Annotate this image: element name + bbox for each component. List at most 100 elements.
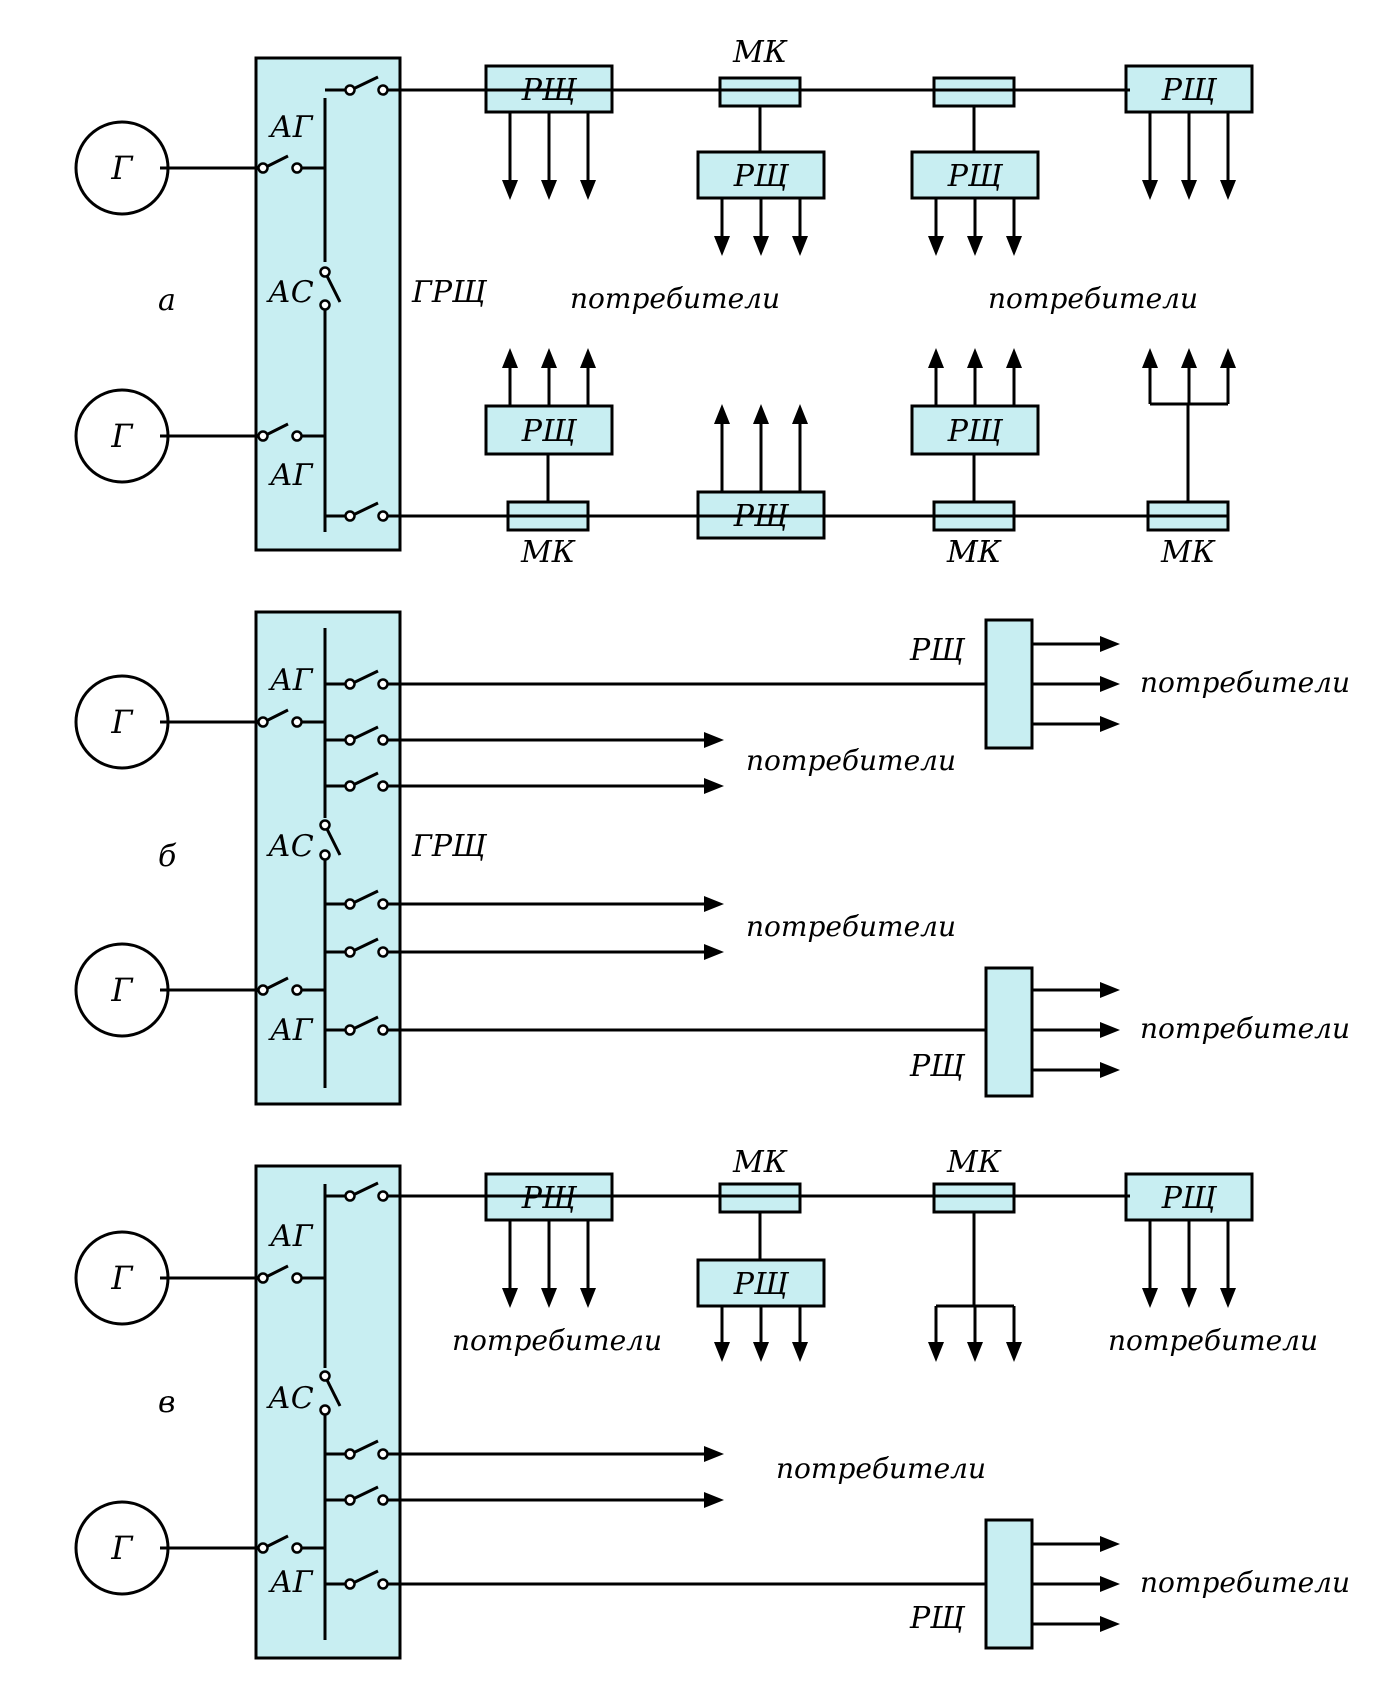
contact-terminal bbox=[377, 780, 389, 792]
consumer-arrow bbox=[714, 198, 730, 256]
consumer-arrow bbox=[1142, 112, 1158, 200]
consumer-arrow bbox=[640, 896, 724, 912]
distribution-board bbox=[1124, 64, 1254, 114]
contact-terminal bbox=[257, 430, 269, 442]
consumer-arrow bbox=[1006, 198, 1022, 256]
distribution-board-label: РЩ bbox=[733, 499, 790, 534]
contact-terminal bbox=[257, 1272, 269, 1284]
consumer-arrow bbox=[792, 404, 808, 492]
consumer-arrow bbox=[1032, 1062, 1120, 1078]
transit-box-label: МК bbox=[946, 535, 1002, 570]
breaker-label-as: АС bbox=[266, 275, 314, 310]
contact-terminal bbox=[344, 510, 356, 522]
feeder-blade bbox=[352, 725, 379, 741]
consumer-arrow bbox=[502, 112, 518, 200]
consumer-arrow bbox=[1032, 716, 1120, 732]
consumer-arrow bbox=[1142, 348, 1158, 404]
consumer-arrow bbox=[1032, 636, 1120, 652]
consumers-label: потребители bbox=[452, 1324, 662, 1357]
contact-terminal bbox=[377, 510, 389, 522]
distribution-board-label: РЩ bbox=[733, 1267, 790, 1302]
consumers-label: потребители bbox=[746, 744, 956, 777]
feeder-blade bbox=[352, 669, 379, 685]
breaker-blade bbox=[265, 976, 289, 991]
feeder-blade bbox=[352, 771, 379, 787]
consumers-label: потребители bbox=[570, 282, 780, 315]
consumer-arrow bbox=[1032, 982, 1120, 998]
consumers-label: потребители bbox=[776, 1452, 986, 1485]
consumers-label: потребители bbox=[1140, 1012, 1350, 1045]
contact-terminal bbox=[344, 780, 356, 792]
breaker-label-as: АС bbox=[266, 829, 314, 864]
contact-terminal bbox=[344, 1578, 356, 1590]
distribution-board-label: РЩ bbox=[909, 633, 966, 668]
transit-box bbox=[932, 1182, 1016, 1214]
section-breaker-blade bbox=[325, 275, 342, 303]
consumer-arrow bbox=[541, 348, 557, 406]
contact-terminal bbox=[344, 84, 356, 96]
distribution-board-label: РЩ bbox=[733, 159, 790, 194]
breaker-blade bbox=[265, 1264, 289, 1279]
contact-terminal bbox=[377, 1494, 389, 1506]
contact-terminal bbox=[291, 984, 303, 996]
panel-letter-v: в bbox=[158, 1385, 175, 1420]
contact-terminal bbox=[377, 734, 389, 746]
consumer-arrow bbox=[541, 1220, 557, 1308]
consumer-arrow bbox=[792, 1306, 808, 1362]
distribution-board-label: РЩ bbox=[909, 1049, 966, 1084]
distribution-board bbox=[984, 1518, 1034, 1650]
transit-box-label: МК bbox=[946, 1145, 1002, 1180]
consumers-label: потребители bbox=[1140, 1566, 1350, 1599]
consumer-arrow bbox=[1181, 112, 1197, 200]
consumer-arrow bbox=[928, 1306, 944, 1362]
generator-label: Г bbox=[110, 1529, 134, 1567]
contact-terminal bbox=[377, 84, 389, 96]
consumer-arrow bbox=[640, 778, 724, 794]
consumer-arrow bbox=[1032, 1576, 1120, 1592]
consumer-arrow bbox=[753, 198, 769, 256]
consumer-arrow bbox=[640, 1492, 724, 1508]
feeder-blade bbox=[352, 889, 379, 905]
contact-terminal bbox=[319, 1404, 331, 1416]
generator-label: Г bbox=[110, 971, 134, 1009]
consumer-arrow bbox=[1032, 1022, 1120, 1038]
distribution-board-label: РЩ bbox=[521, 1181, 578, 1216]
contact-terminal bbox=[344, 1448, 356, 1460]
transit-box bbox=[932, 76, 1016, 108]
feeder-blade bbox=[352, 75, 379, 91]
consumer-arrow bbox=[640, 1446, 724, 1462]
consumer-arrow bbox=[1032, 1616, 1120, 1632]
consumer-arrow bbox=[640, 732, 724, 748]
feeder-blade bbox=[352, 1439, 379, 1455]
contact-terminal bbox=[257, 984, 269, 996]
consumer-arrow bbox=[967, 1306, 983, 1362]
consumer-arrow bbox=[1181, 348, 1197, 404]
contact-terminal bbox=[377, 1024, 389, 1036]
contact-terminal bbox=[319, 299, 331, 311]
breaker-blade bbox=[265, 1534, 289, 1549]
contact-terminal bbox=[291, 716, 303, 728]
feeder-blade bbox=[352, 937, 379, 953]
consumer-arrow bbox=[753, 404, 769, 492]
consumer-arrow bbox=[580, 348, 596, 406]
contact-terminal bbox=[319, 266, 331, 278]
transit-box-label: МК bbox=[520, 535, 576, 570]
distribution-board bbox=[984, 618, 1034, 750]
consumer-arrow bbox=[541, 112, 557, 200]
transit-box-label: МК bbox=[732, 1145, 788, 1180]
consumer-arrow bbox=[640, 944, 724, 960]
breaker-label-ag: АГ bbox=[268, 663, 314, 698]
distribution-board-label: РЩ bbox=[1161, 1181, 1218, 1216]
breaker-label-ag: АГ bbox=[268, 1565, 314, 1600]
transit-box bbox=[718, 76, 802, 108]
consumer-arrow bbox=[967, 348, 983, 406]
distribution-board-label: РЩ bbox=[909, 1601, 966, 1636]
feeder-blade bbox=[352, 501, 379, 517]
distribution-board bbox=[984, 966, 1034, 1098]
consumer-arrow bbox=[502, 348, 518, 406]
consumer-arrow bbox=[1142, 1220, 1158, 1308]
breaker-blade bbox=[265, 708, 289, 723]
consumers-label: потребители bbox=[1108, 1324, 1318, 1357]
contact-terminal bbox=[291, 430, 303, 442]
